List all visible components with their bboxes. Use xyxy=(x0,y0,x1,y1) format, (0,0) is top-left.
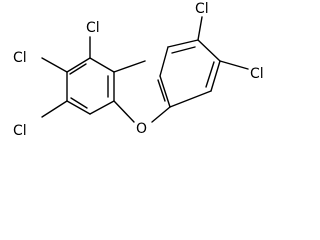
atom-label-oxygen: O xyxy=(136,121,147,137)
bond-c8-cl xyxy=(197,16,203,41)
bond-o-c5a xyxy=(151,106,171,123)
bond-c7-c6 xyxy=(210,60,221,92)
bond-c7-c6-double xyxy=(205,61,215,88)
bond-c9a-c9 xyxy=(159,46,169,77)
bond-c4-c4a xyxy=(89,100,115,115)
bond-c2-cl xyxy=(41,57,68,73)
bond-c5a-c9a-inner xyxy=(157,79,166,102)
bond-c4a-o xyxy=(113,100,135,123)
bond-c3-cl xyxy=(41,100,68,118)
atom-label-cl-8: Cl xyxy=(195,1,209,17)
bond-c5a-c9a xyxy=(159,75,171,108)
atom-label-cl-7: Cl xyxy=(250,66,264,82)
bond-c3-c4 xyxy=(66,100,91,115)
bond-c8-c7 xyxy=(197,39,221,62)
bonds xyxy=(41,16,249,123)
bond-c9b-c9a xyxy=(113,60,146,73)
bond-c1-c2 xyxy=(66,57,91,73)
bond-c1-c2-double xyxy=(69,63,87,75)
bond-c7-cl xyxy=(219,60,249,70)
atom-label-cl-3: Cl xyxy=(13,123,27,139)
bond-c9b-c1 xyxy=(89,57,115,73)
molecule-structure-diagram: Cl Cl Cl Cl Cl O xyxy=(13,1,264,139)
bond-c9-c8-double xyxy=(171,46,196,54)
atom-label-cl-1: Cl xyxy=(86,20,100,36)
atom-labels: Cl Cl Cl Cl Cl O xyxy=(13,1,264,139)
bond-c3-c4-double xyxy=(70,97,88,109)
bond-c9-c8 xyxy=(167,39,199,48)
atom-label-cl-2: Cl xyxy=(13,50,27,66)
bond-c6-c5a xyxy=(169,90,212,108)
